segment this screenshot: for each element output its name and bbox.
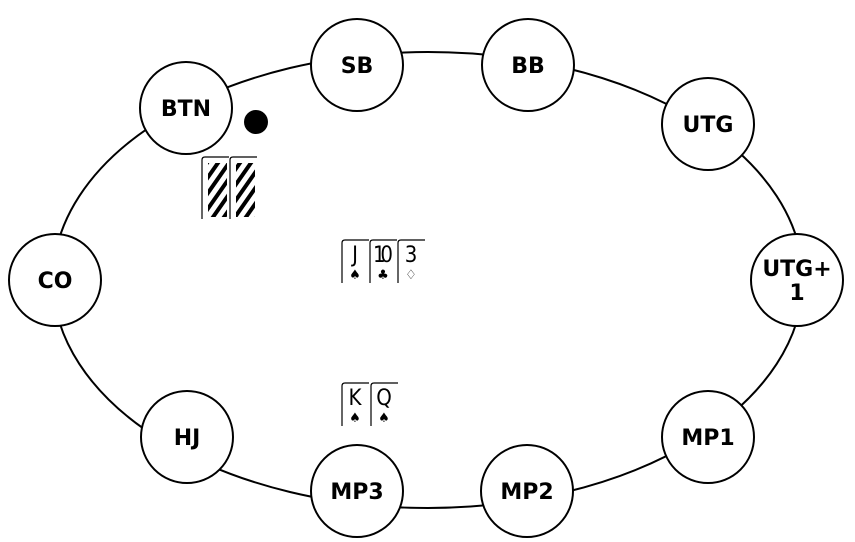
face-down-card-2 bbox=[229, 156, 257, 219]
seat-label: BB bbox=[511, 54, 545, 79]
seat-mp2[interactable]: MP2 bbox=[480, 444, 574, 538]
seat-label: HJ bbox=[174, 426, 201, 451]
seat-label: MP2 bbox=[500, 480, 553, 505]
card-suit: ♣ bbox=[377, 268, 389, 283]
card-edge bbox=[370, 382, 398, 426]
seat-circle[interactable] bbox=[661, 77, 755, 171]
seat-circle[interactable] bbox=[480, 444, 574, 538]
seat-utg[interactable]: UTG bbox=[661, 77, 755, 171]
face-down-card-1 bbox=[201, 156, 229, 219]
seat-label: BTN bbox=[161, 97, 211, 122]
seat-circle[interactable] bbox=[8, 233, 102, 327]
btn-hole-cards bbox=[201, 156, 257, 219]
hero-card-2: Q♠ bbox=[370, 382, 398, 426]
card-edge bbox=[397, 239, 425, 283]
seat-co[interactable]: CO bbox=[8, 233, 102, 327]
card-back-pattern bbox=[236, 163, 255, 217]
card-rank: K bbox=[349, 386, 363, 411]
seat-label: MP1 bbox=[681, 426, 734, 451]
seat-sb[interactable]: SB bbox=[310, 18, 404, 112]
card-face bbox=[398, 240, 425, 283]
card-suit: ♠ bbox=[349, 268, 361, 283]
seat-label: CO bbox=[38, 269, 73, 294]
card-rank: 10 bbox=[373, 243, 393, 268]
seat-circle[interactable] bbox=[481, 18, 575, 112]
board-card-3: 3♢ bbox=[397, 239, 425, 283]
seat-circle[interactable] bbox=[661, 390, 755, 484]
seat-circle[interactable] bbox=[750, 233, 844, 327]
card-edge bbox=[369, 239, 397, 283]
dealer-button[interactable] bbox=[244, 110, 268, 134]
card-back-pattern bbox=[208, 163, 227, 217]
card-edge bbox=[229, 156, 257, 219]
card-suit: ♠ bbox=[378, 411, 390, 426]
board-cards: J♠10♣3♢ bbox=[341, 239, 425, 283]
seat-utg1[interactable]: UTG+1 bbox=[750, 233, 844, 327]
seat-bb[interactable]: BB bbox=[481, 18, 575, 112]
mp3-hole-cards: K♠Q♠ bbox=[341, 382, 398, 426]
seat-label: UTG bbox=[683, 113, 734, 138]
card-edge bbox=[201, 156, 229, 219]
card-rank: J bbox=[350, 243, 358, 268]
card-face bbox=[371, 383, 398, 426]
seat-hj[interactable]: HJ bbox=[140, 390, 234, 484]
board-card-1: J♠ bbox=[341, 239, 369, 283]
card-rank: Q bbox=[376, 386, 392, 411]
seat-circle[interactable] bbox=[310, 18, 404, 112]
seat-btn[interactable]: BTN bbox=[139, 61, 233, 155]
seat-mp1[interactable]: MP1 bbox=[661, 390, 755, 484]
seat-mp3[interactable]: MP3 bbox=[310, 444, 404, 538]
board-card-2: 10♣ bbox=[369, 239, 397, 283]
card-rank: 3 bbox=[405, 243, 418, 268]
card-suit: ♠ bbox=[349, 411, 361, 426]
seat-label: 1 bbox=[789, 281, 804, 306]
card-face bbox=[342, 240, 369, 283]
seat-circle[interactable] bbox=[139, 61, 233, 155]
card-face bbox=[342, 383, 369, 426]
seat-label: MP3 bbox=[330, 480, 383, 505]
hero-card-1: K♠ bbox=[341, 382, 369, 426]
seat-label: UTG+ bbox=[762, 257, 831, 282]
card-face bbox=[370, 240, 397, 283]
seat-circle[interactable] bbox=[140, 390, 234, 484]
card-edge bbox=[341, 239, 369, 283]
card-edge bbox=[341, 382, 369, 426]
seat-label: SB bbox=[341, 54, 374, 79]
seat-circle[interactable] bbox=[310, 444, 404, 538]
card-suit: ♢ bbox=[405, 268, 417, 283]
